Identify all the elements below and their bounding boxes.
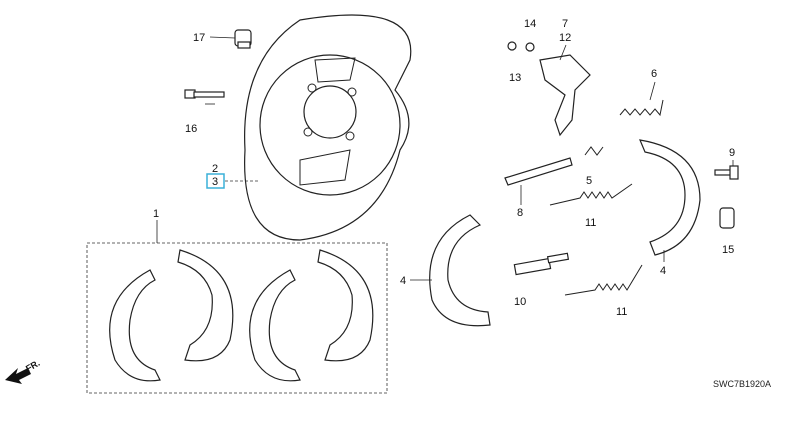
callout-9[interactable]: 9 (729, 147, 735, 159)
spring-part-6[interactable] (619, 99, 664, 117)
leader-lines (156, 36, 734, 281)
bolt-part-16[interactable] (184, 89, 225, 99)
nut-part-17[interactable] (234, 29, 252, 49)
callout-14[interactable]: 14 (524, 18, 536, 30)
adjuster-part-10[interactable] (513, 252, 570, 276)
diagram-code: SWC7B1920A (713, 379, 771, 389)
clip-part-15[interactable] (719, 207, 735, 229)
bolt-part-9[interactable] (714, 165, 739, 180)
brake-shoe-kit[interactable] (109, 249, 374, 382)
callout-13[interactable]: 13 (509, 72, 521, 84)
callout-5[interactable]: 5 (586, 175, 592, 187)
callout-11-lower[interactable]: 11 (616, 306, 627, 318)
spring-part-11-upper[interactable] (549, 183, 633, 206)
callout-2[interactable]: 2 (212, 163, 218, 175)
strut-part-8[interactable] (504, 157, 573, 186)
callout-1[interactable]: 1 (153, 208, 159, 220)
parking-brake-lever[interactable] (539, 54, 591, 137)
callout-4-left[interactable]: 4 (400, 275, 406, 287)
shoe-kit-box (86, 242, 388, 394)
brake-shoe-4-right[interactable] (639, 139, 701, 256)
spring-part-5[interactable] (584, 146, 604, 156)
callout-17[interactable]: 17 (193, 32, 205, 44)
callout-16[interactable]: 16 (185, 123, 197, 135)
spring-part-11-lower[interactable] (564, 264, 643, 296)
callout-6[interactable]: 6 (651, 68, 657, 80)
front-arrow-icon: FR. (5, 358, 42, 384)
callout-8[interactable]: 8 (517, 207, 523, 219)
callout-15[interactable]: 15 (722, 244, 734, 256)
callout-3[interactable]: 3 (212, 176, 218, 188)
callout-11-upper[interactable]: 11 (585, 217, 596, 229)
callout-7[interactable]: 7 (562, 18, 568, 30)
highlight-box (206, 173, 225, 189)
clip-part-13[interactable] (507, 41, 517, 51)
backing-plate[interactable] (244, 14, 412, 241)
callout-10[interactable]: 10 (514, 296, 526, 308)
washer-part-14[interactable] (525, 42, 535, 52)
callout-4-right[interactable]: 4 (660, 265, 666, 277)
callout-12[interactable]: 12 (559, 32, 571, 44)
front-label: FR. (24, 358, 42, 374)
brake-shoe-4-left[interactable] (429, 214, 491, 327)
